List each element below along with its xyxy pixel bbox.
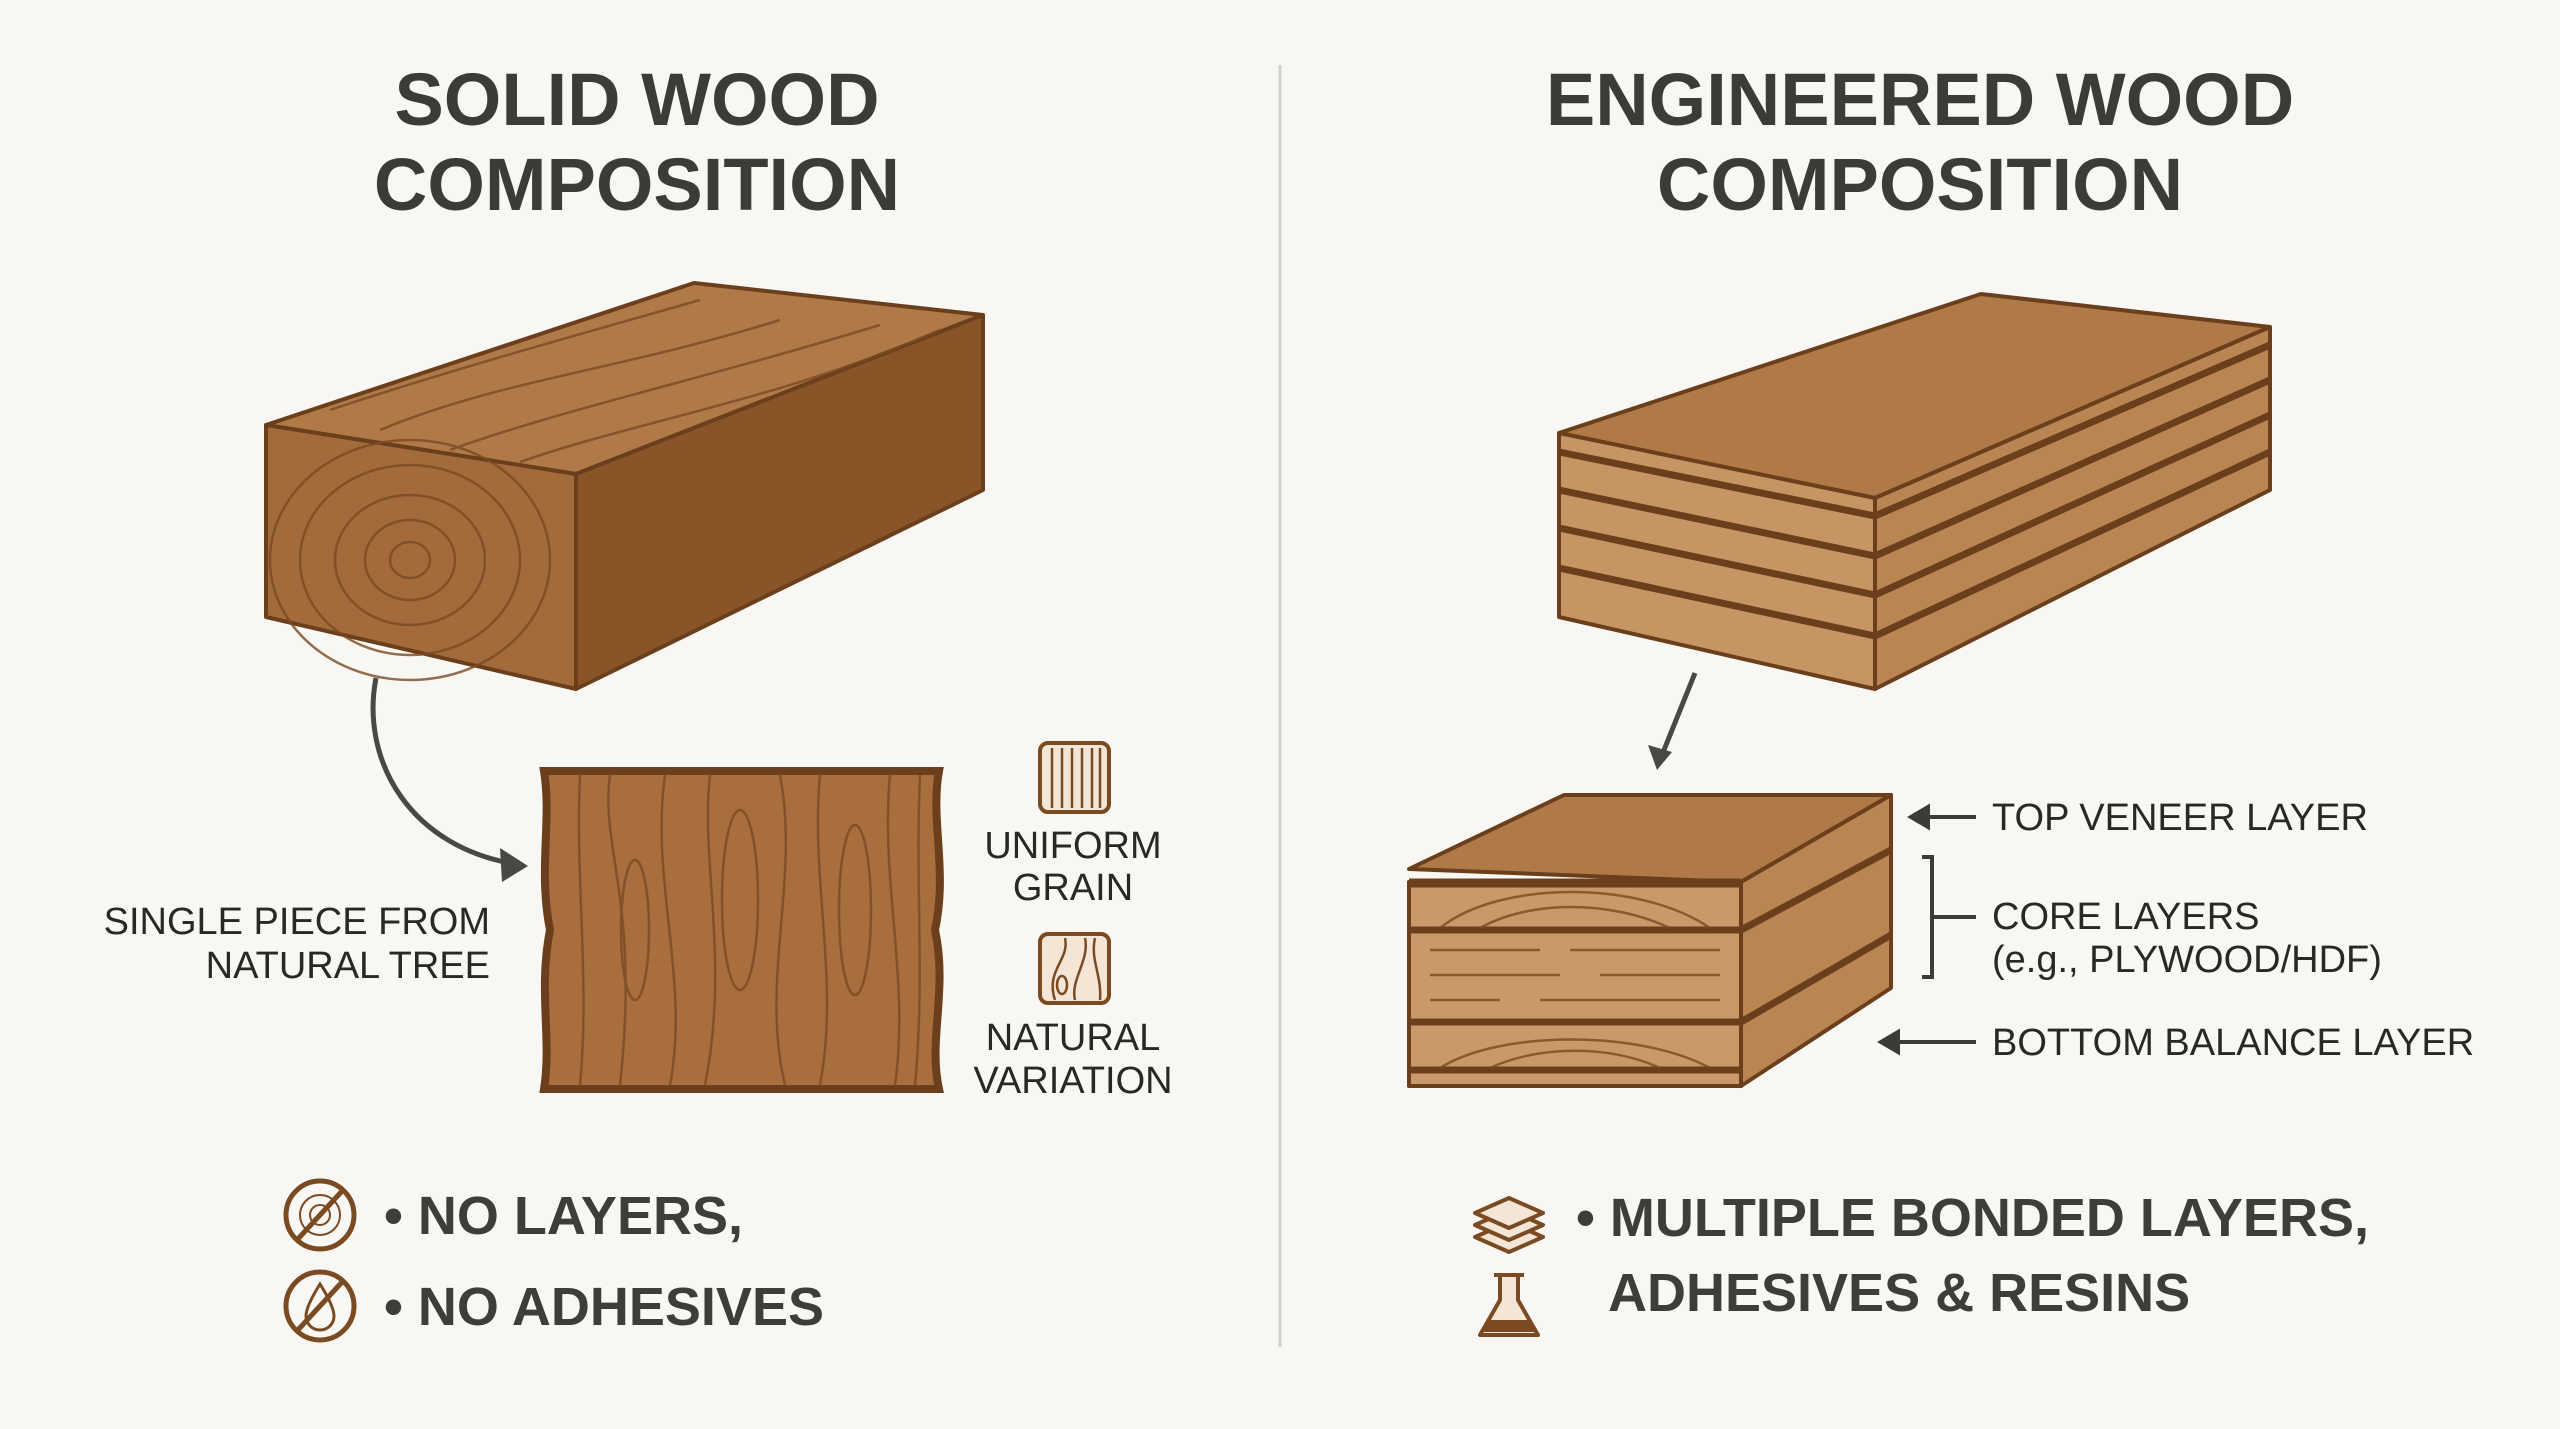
engineered-wood-board <box>1557 292 2272 691</box>
bullet-no-layers: • NO LAYERS, <box>384 1186 743 1246</box>
curved-arrow <box>370 677 523 868</box>
core-label-line1: CORE LAYERS <box>1992 896 2259 938</box>
bullet-adhesives-resins: ADHESIVES & RESINS <box>1608 1263 2190 1323</box>
variation-label-line2: VARIATION <box>973 1060 1172 1102</box>
left-title-line2: COMPOSITION <box>374 143 900 226</box>
plank-label-line1: SINGLE PIECE FROM <box>104 901 490 943</box>
uniform-grain-icon <box>1038 741 1111 814</box>
plank-label-line2: NATURAL TREE <box>206 945 490 987</box>
arrow-head <box>500 848 528 882</box>
bullet-multiple-layers: • MULTIPLE BONDED LAYERS, <box>1576 1188 2369 1248</box>
right-title-line2: COMPOSITION <box>1657 143 2183 226</box>
no-layers-icon <box>283 1178 357 1252</box>
right-title-line1: ENGINEERED WOOD <box>1546 58 2294 141</box>
uniform-label-line1: UNIFORM <box>984 825 1161 867</box>
bullet-no-adhesives: • NO ADHESIVES <box>384 1277 824 1337</box>
bottom-balance-label: BOTTOM BALANCE LAYER <box>1992 1022 2474 1064</box>
uniform-label-line2: GRAIN <box>1013 867 1133 909</box>
variation-label-line1: NATURAL <box>986 1017 1161 1059</box>
solid-wood-plank <box>539 767 944 1093</box>
down-arrow <box>1659 672 1698 756</box>
core-label-line2: (e.g., PLYWOOD/HDF) <box>1992 939 2382 981</box>
natural-variation-icon <box>1038 932 1111 1005</box>
left-title-line1: SOLID WOOD <box>394 58 879 141</box>
no-adhesives-icon <box>283 1269 357 1343</box>
label-pointers <box>1877 803 1976 1056</box>
flask-icon <box>1478 1273 1540 1337</box>
engineered-layers-block <box>1407 793 1893 1088</box>
top-veneer-label: TOP VENEER LAYER <box>1992 797 2368 839</box>
solid-wood-block <box>264 281 985 691</box>
arrow-head <box>1648 745 1672 770</box>
layers-stack-icon <box>1473 1196 1545 1254</box>
